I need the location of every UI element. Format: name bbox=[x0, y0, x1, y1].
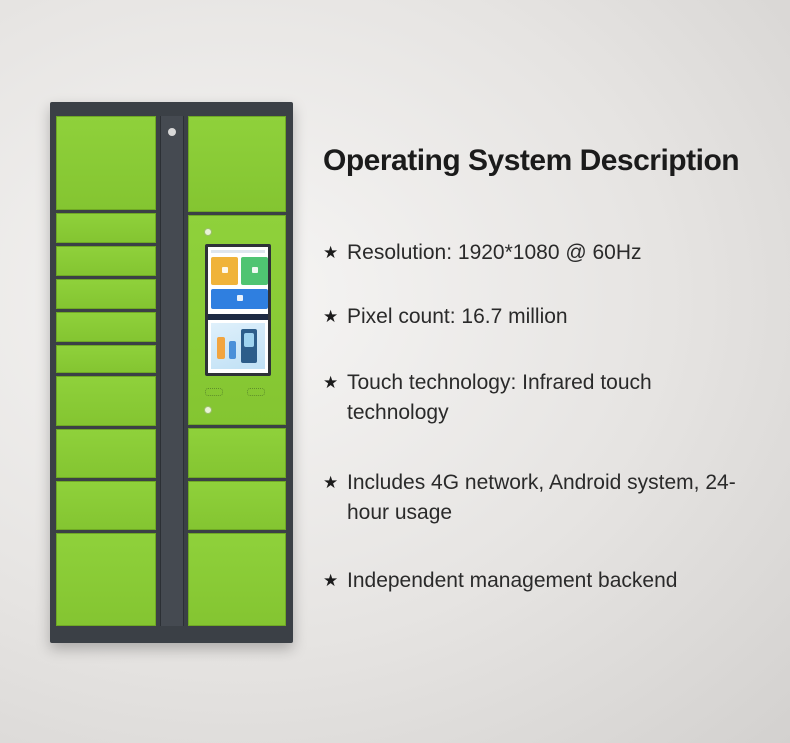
locker-door bbox=[56, 116, 156, 210]
cabinet-spine bbox=[160, 116, 184, 626]
locker-door bbox=[56, 533, 156, 626]
indicator-light bbox=[204, 406, 212, 414]
screen-status-bar bbox=[211, 250, 265, 253]
feature-item: ★ Pixel count: 16.7 million bbox=[323, 302, 773, 332]
lock-indicator bbox=[168, 128, 176, 136]
indicator-light bbox=[204, 228, 212, 236]
locker-door bbox=[188, 428, 286, 478]
star-bullet-icon: ★ bbox=[323, 373, 339, 392]
star-bullet-icon: ★ bbox=[323, 243, 339, 262]
feature-text: Resolution: 1920*1080 @ 60Hz bbox=[347, 241, 642, 264]
locker-door bbox=[56, 213, 156, 243]
screen-illustration bbox=[211, 323, 265, 369]
locker-door bbox=[56, 312, 156, 342]
feature-text: Includes 4G network, Android system, 24-… bbox=[347, 471, 736, 524]
speaker-grille bbox=[205, 388, 223, 396]
locker-door bbox=[188, 481, 286, 530]
screen-banner-bar bbox=[208, 314, 268, 320]
locker-door bbox=[56, 279, 156, 309]
feature-item: ★ Includes 4G network, Android system, 2… bbox=[323, 468, 763, 528]
screen-tile bbox=[211, 257, 238, 285]
locker-door bbox=[56, 429, 156, 478]
star-bullet-icon: ★ bbox=[323, 307, 339, 326]
locker-door bbox=[56, 376, 156, 426]
feature-item: ★ Resolution: 1920*1080 @ 60Hz bbox=[323, 238, 773, 268]
feature-item: ★ Independent management backend bbox=[323, 566, 773, 596]
locker-door bbox=[188, 116, 286, 212]
feature-text: Independent management backend bbox=[347, 569, 678, 592]
feature-text: Pixel count: 16.7 million bbox=[347, 305, 568, 328]
screen-tile bbox=[241, 257, 268, 285]
speaker-grille bbox=[247, 388, 265, 396]
star-bullet-icon: ★ bbox=[323, 571, 339, 590]
feature-item: ★ Touch technology: Infrared touch techn… bbox=[323, 368, 653, 428]
star-bullet-icon: ★ bbox=[323, 473, 339, 492]
locker-door bbox=[56, 481, 156, 530]
locker-cabinet-illustration bbox=[50, 102, 293, 643]
touch-screen bbox=[205, 244, 271, 376]
screen-tile bbox=[211, 289, 268, 309]
locker-door bbox=[56, 345, 156, 373]
feature-text: Touch technology: Infrared touch technol… bbox=[347, 371, 652, 424]
locker-door bbox=[56, 246, 156, 276]
control-panel bbox=[188, 215, 286, 425]
page-title: Operating System Description bbox=[323, 144, 740, 177]
locker-door bbox=[188, 533, 286, 626]
